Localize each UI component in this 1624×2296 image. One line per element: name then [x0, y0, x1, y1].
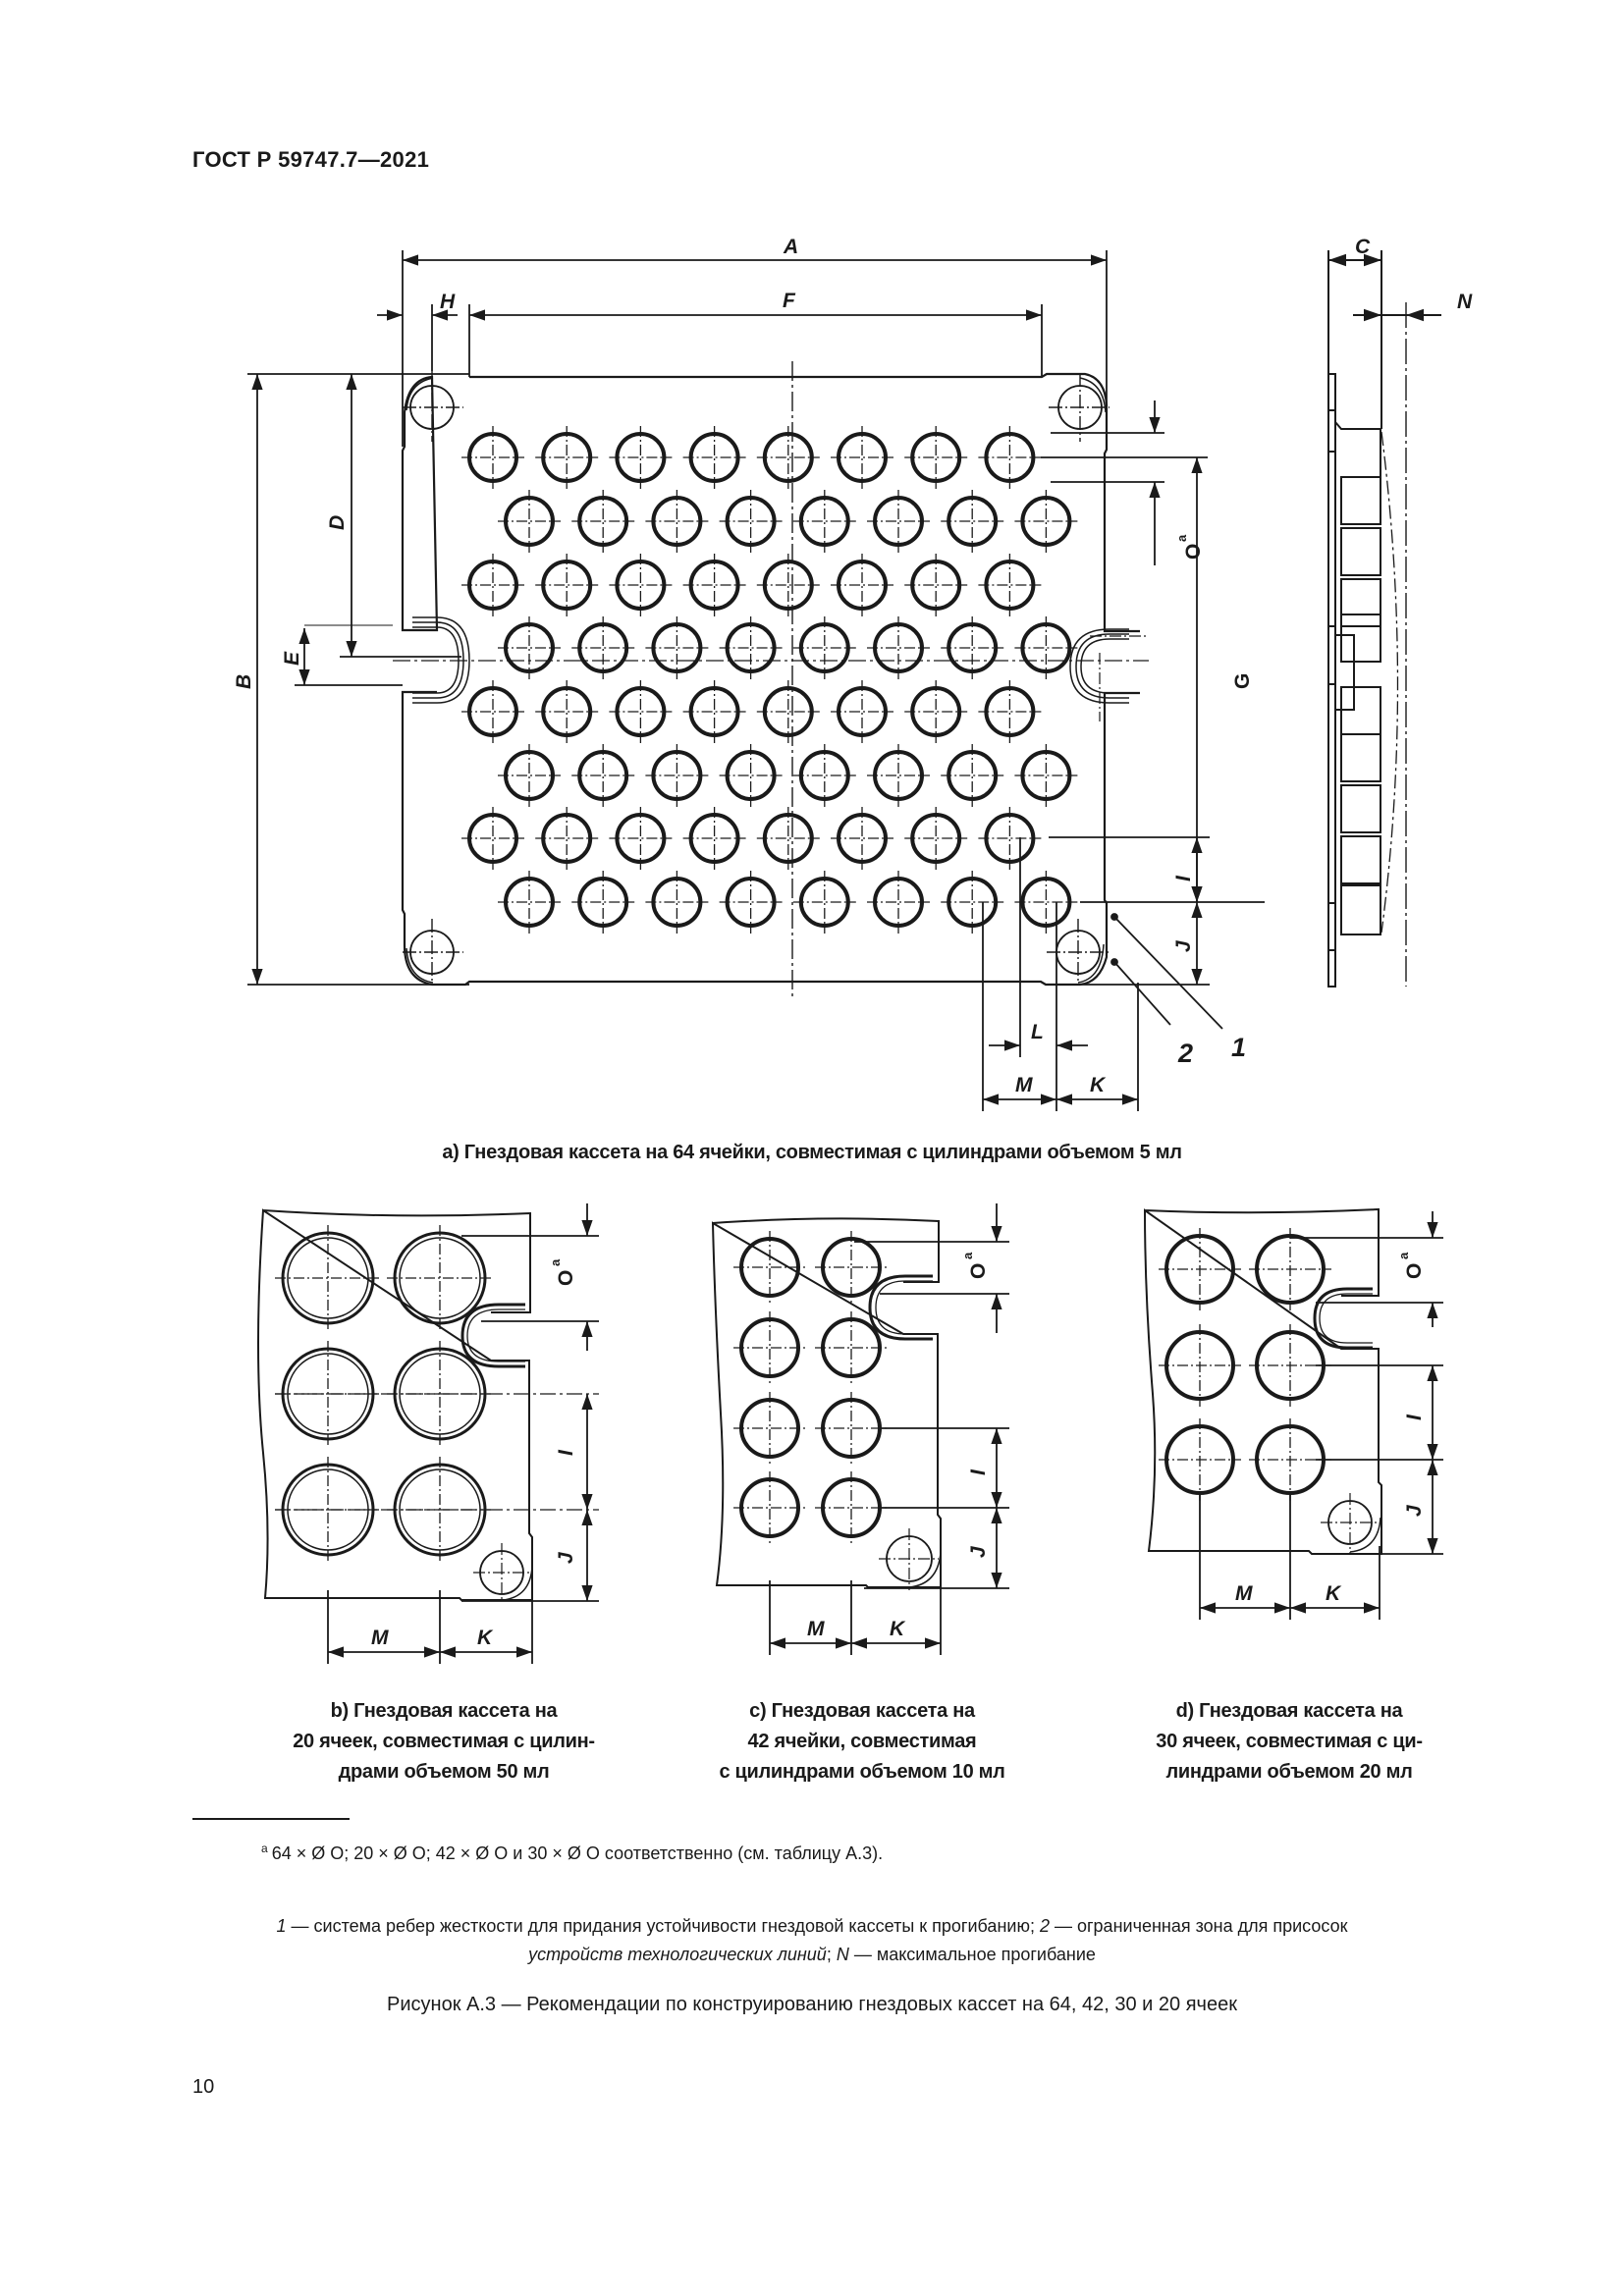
dim-label-k: K	[477, 1627, 494, 1649]
figure-d-plate	[1143, 1207, 1382, 1555]
figure-d-cells	[1159, 1228, 1331, 1501]
legend-item-1-number: 1	[276, 1916, 287, 1936]
caption-line: 20 ячеек, совместимая с цилин-	[293, 1731, 595, 1752]
caption-line: 42 ячейки, совместимая	[747, 1731, 977, 1752]
dim-label-i: I	[1403, 1414, 1426, 1420]
dim-label-o-sup: a	[1396, 1252, 1411, 1259]
figure-title: Рисунок А.3 — Рекомендации по конструиро…	[387, 1994, 1237, 2015]
technical-drawing: A F H C N B D E G O a I J L M K 2 1 O a …	[233, 236, 1473, 1664]
dim-label-i: I	[555, 1449, 577, 1456]
figure-a-dimensions	[247, 250, 1265, 1111]
legend-item-2-number: 2	[1039, 1916, 1050, 1936]
dim-label-e: E	[281, 651, 303, 666]
caption-line: c) Гнездовая кассета на	[749, 1700, 975, 1722]
dim-label-c: C	[1355, 236, 1371, 258]
figure-d-caption: d) Гнездовая кассета на 30 ячеек, совмес…	[1122, 1696, 1456, 1788]
dim-label-m: M	[807, 1618, 825, 1640]
caption-line: драми объемом 50 мл	[338, 1761, 550, 1783]
figure-c-dimension-labels: O a I J M K	[807, 1252, 990, 1640]
figure-b-dimension-labels: O a I J M K	[371, 1258, 577, 1649]
caption-line: d) Гнездовая кассета на	[1175, 1700, 1403, 1722]
figure-c-cells	[733, 1231, 888, 1544]
dim-label-m: M	[371, 1627, 389, 1649]
dim-label-o-sup: a	[960, 1252, 975, 1259]
figure-a-cells	[461, 426, 1078, 934]
dim-label-j: J	[1172, 939, 1195, 952]
caption-line: 30 ячеек, совместимая с ци-	[1156, 1731, 1423, 1752]
dim-label-j: J	[555, 1551, 577, 1564]
dim-label-o: O	[555, 1270, 577, 1286]
footnote-text: 64 × Ø O; 20 × Ø O; 42 × Ø O и 30 × Ø O …	[271, 1843, 884, 1863]
dim-label-i: I	[1172, 875, 1195, 881]
footnote-marker: a	[261, 1842, 268, 1855]
figure-a-caption: а) Гнездовая кассета на 64 ячейки, совме…	[442, 1142, 1182, 1163]
figure-b-plate	[257, 1208, 533, 1601]
legend-item-2-text: — ограниченная зона для присосок	[1049, 1916, 1348, 1936]
page-number: 10	[192, 2076, 215, 2098]
dim-label-k: K	[890, 1618, 906, 1640]
dim-label-h: H	[440, 291, 456, 313]
dim-label-d: D	[326, 515, 349, 530]
dim-label-k: K	[1326, 1582, 1342, 1605]
dim-label-g: G	[1231, 673, 1254, 689]
caption-line: b) Гнездовая кассета на	[330, 1700, 558, 1722]
dim-label-o-sup: a	[548, 1258, 563, 1266]
caption-line: линдрами объемом 20 мл	[1165, 1761, 1413, 1783]
dim-label-o: O	[1403, 1263, 1426, 1279]
legend-item-n-text: — максимальное прогибание	[848, 1945, 1096, 1964]
document-header: ГОСТ Р 59747.7—2021	[192, 147, 430, 172]
legend-item-n-symbol: N	[836, 1945, 849, 1964]
dim-label-l: L	[1031, 1021, 1044, 1043]
dim-label-f: F	[783, 290, 796, 312]
dim-label-o: O	[967, 1263, 990, 1279]
dim-label-j: J	[967, 1545, 990, 1558]
dim-label-j: J	[1403, 1504, 1426, 1517]
figure-c-caption: c) Гнездовая кассета на 42 ячейки, совме…	[695, 1696, 1029, 1788]
dim-label-a: A	[783, 236, 798, 258]
dim-label-o-sup: a	[1174, 534, 1189, 542]
dim-label-b: B	[233, 674, 255, 689]
legend-item-1-text: — система ребер жесткости для придания у…	[286, 1916, 1040, 1936]
figure-a-side-view	[1327, 250, 1441, 988]
figure-c-plate	[711, 1217, 942, 1588]
dim-label-n: N	[1457, 291, 1473, 313]
figure-legend: 1 — система ребер жесткости для придания…	[137, 1912, 1487, 1969]
dim-label-o: O	[1182, 544, 1205, 560]
callout-1: 1	[1231, 1033, 1246, 1062]
dim-label-m: M	[1235, 1582, 1253, 1605]
legend-item-2-text-italic: устройств технологических линий	[528, 1945, 827, 1964]
caption-line: с цилиндрами объемом 10 мл	[719, 1761, 1005, 1783]
figure-b-caption: b) Гнездовая кассета на 20 ячеек, совмес…	[277, 1696, 611, 1788]
legend-separator: ;	[826, 1945, 837, 1964]
dim-label-m: M	[1015, 1074, 1033, 1096]
callout-2: 2	[1177, 1039, 1193, 1068]
footnote-divider	[192, 1818, 350, 1820]
figure-d-dimensions	[1199, 1211, 1443, 1620]
dim-label-k: K	[1090, 1074, 1107, 1096]
figure-d-dimension-labels: O a I J M K	[1235, 1252, 1426, 1605]
figure-c-dimensions	[769, 1203, 1009, 1655]
figure-b-dimensions	[275, 1203, 599, 1664]
figure-a-dimension-labels: A F H C N B D E G O a I J L M K 2 1	[233, 236, 1473, 1096]
dim-label-i: I	[967, 1468, 990, 1475]
